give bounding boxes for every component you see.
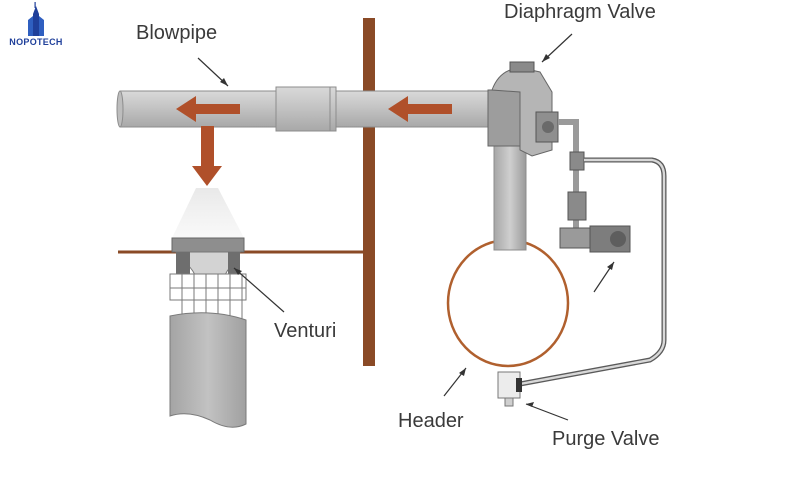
pointer-venturi (233, 267, 285, 313)
filter-bag (169, 273, 247, 428)
flow-arrow-right (388, 96, 452, 122)
label-diaphragm-valve: Diaphragm Valve (504, 1, 656, 23)
pilot-tube (558, 119, 579, 246)
label-venturi: Venturi (274, 320, 337, 342)
purge-valve (497, 371, 522, 407)
header-riser (493, 139, 527, 251)
air-jet (172, 188, 244, 238)
label-purge-valve: Purge Valve (552, 428, 660, 450)
solenoid-fitting (559, 151, 631, 253)
logo-brand-name: NOPOTECH (9, 37, 63, 47)
flow-arrow-left (176, 96, 240, 122)
nozzle-arrow (192, 126, 222, 186)
label-blowpipe: Blowpipe (136, 22, 218, 44)
plenum-wall (363, 18, 375, 366)
header-tank (446, 238, 570, 368)
label-header: Header (398, 410, 464, 432)
pointer-purge-valve (525, 403, 569, 421)
company-logo: NOPOTECH (4, 2, 68, 52)
diaphragm-valve-body (487, 61, 559, 157)
building-tower-icon (28, 2, 44, 36)
venturi (171, 237, 245, 291)
